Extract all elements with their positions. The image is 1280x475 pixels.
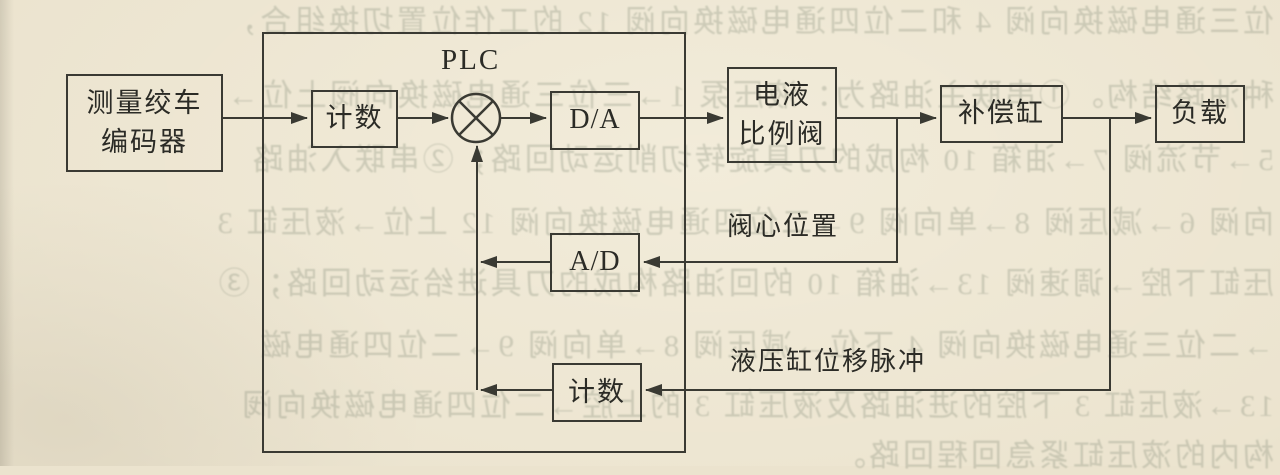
label-cylinder-pulse: 液压缸位移脉冲: [730, 347, 927, 376]
plc-label: PLC: [441, 44, 501, 76]
node-proportional-valve: 电液 比例阀: [727, 67, 837, 163]
node-counter-top: 计数: [311, 90, 398, 148]
node-counter-bottom: 计数: [552, 363, 642, 422]
node-compensation-cylinder: 补偿缸: [940, 85, 1063, 143]
plc-enclosure-box: [262, 32, 686, 453]
node-encoder: 测量绞车 编码器: [66, 74, 223, 172]
feedback-cylinder-pulse-line: [645, 118, 1111, 396]
summing-junction-icon: [450, 92, 502, 144]
node-load: 负载: [1155, 85, 1245, 143]
node-da-converter: D/A: [550, 91, 640, 150]
feedback-spool-position-line: [643, 118, 898, 268]
label-spool-position: 阀心位置: [727, 212, 840, 241]
node-ad-converter: A/D: [550, 233, 640, 292]
